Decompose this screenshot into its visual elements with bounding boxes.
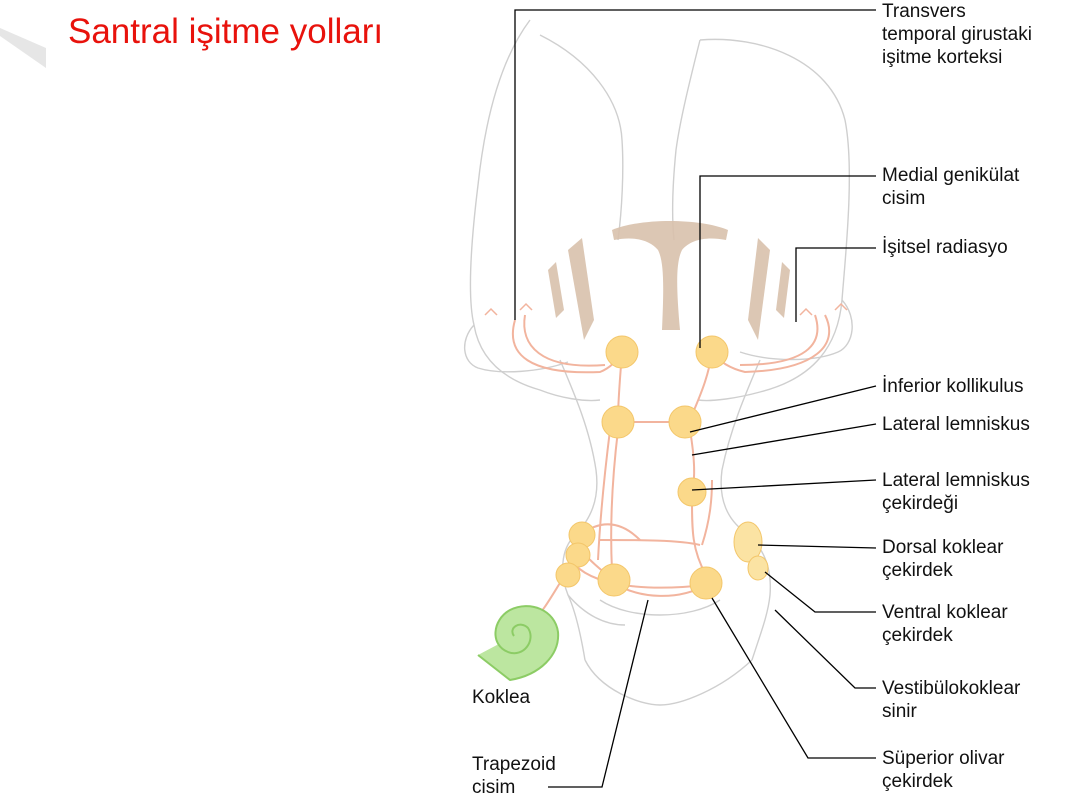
label-lateral-lemniskus-cekirdegi: Lateral lemniskus çekirdeği: [882, 469, 1030, 515]
label-trapezoid: Trapezoid cisim: [472, 753, 556, 799]
label-lateral-lemniskus: Lateral lemniskus: [882, 413, 1030, 436]
label-line: işitme korteksi: [882, 46, 1032, 69]
label-line: Ventral koklear: [882, 601, 1008, 624]
label-vestibulokoklear: Vestibülokoklear sinir: [882, 677, 1020, 723]
label-dorsal-koklear: Dorsal koklear çekirdek: [882, 536, 1003, 582]
brain-outline: [465, 20, 853, 705]
label-medial-genikulat: Medial genikülat cisim: [882, 164, 1019, 210]
label-line: temporal girustaki: [882, 23, 1032, 46]
label-line: Vestibülokoklear: [882, 677, 1020, 700]
label-line: İşitsel radiasyo: [882, 236, 1008, 259]
label-line: çekirdek: [882, 770, 1005, 793]
label-line: Koklea: [472, 686, 530, 709]
label-superior-olivar: Süperior olivar çekirdek: [882, 747, 1005, 793]
label-line: cisim: [882, 187, 1019, 210]
label-line: Transvers: [882, 0, 1032, 23]
cochlear-nuclei-right: [734, 522, 768, 580]
label-line: çekirdek: [882, 624, 1008, 647]
label-line: Lateral lemniskus: [882, 469, 1030, 492]
label-line: Medial genikülat: [882, 164, 1019, 187]
label-inferior-kollikulus: İnferior kollikulus: [882, 375, 1024, 398]
label-transvers: Transvers temporal girustaki işitme kort…: [882, 0, 1032, 69]
label-line: Süperior olivar: [882, 747, 1005, 770]
label-line: cisim: [472, 776, 556, 799]
nuclei: [556, 336, 728, 599]
cochlea-spiral: [478, 606, 558, 680]
label-line: çekirdeği: [882, 492, 1030, 515]
label-line: çekirdek: [882, 559, 1003, 582]
ventricles: [548, 221, 790, 340]
label-koklea: Koklea: [472, 686, 530, 709]
label-line: Lateral lemniskus: [882, 413, 1030, 436]
label-line: sinir: [882, 700, 1020, 723]
label-line: Dorsal koklear: [882, 536, 1003, 559]
label-isitsel-radiasyo: İşitsel radiasyo: [882, 236, 1008, 259]
label-ventral-koklear: Ventral koklear çekirdek: [882, 601, 1008, 647]
label-line: İnferior kollikulus: [882, 375, 1024, 398]
label-line: Trapezoid: [472, 753, 556, 776]
